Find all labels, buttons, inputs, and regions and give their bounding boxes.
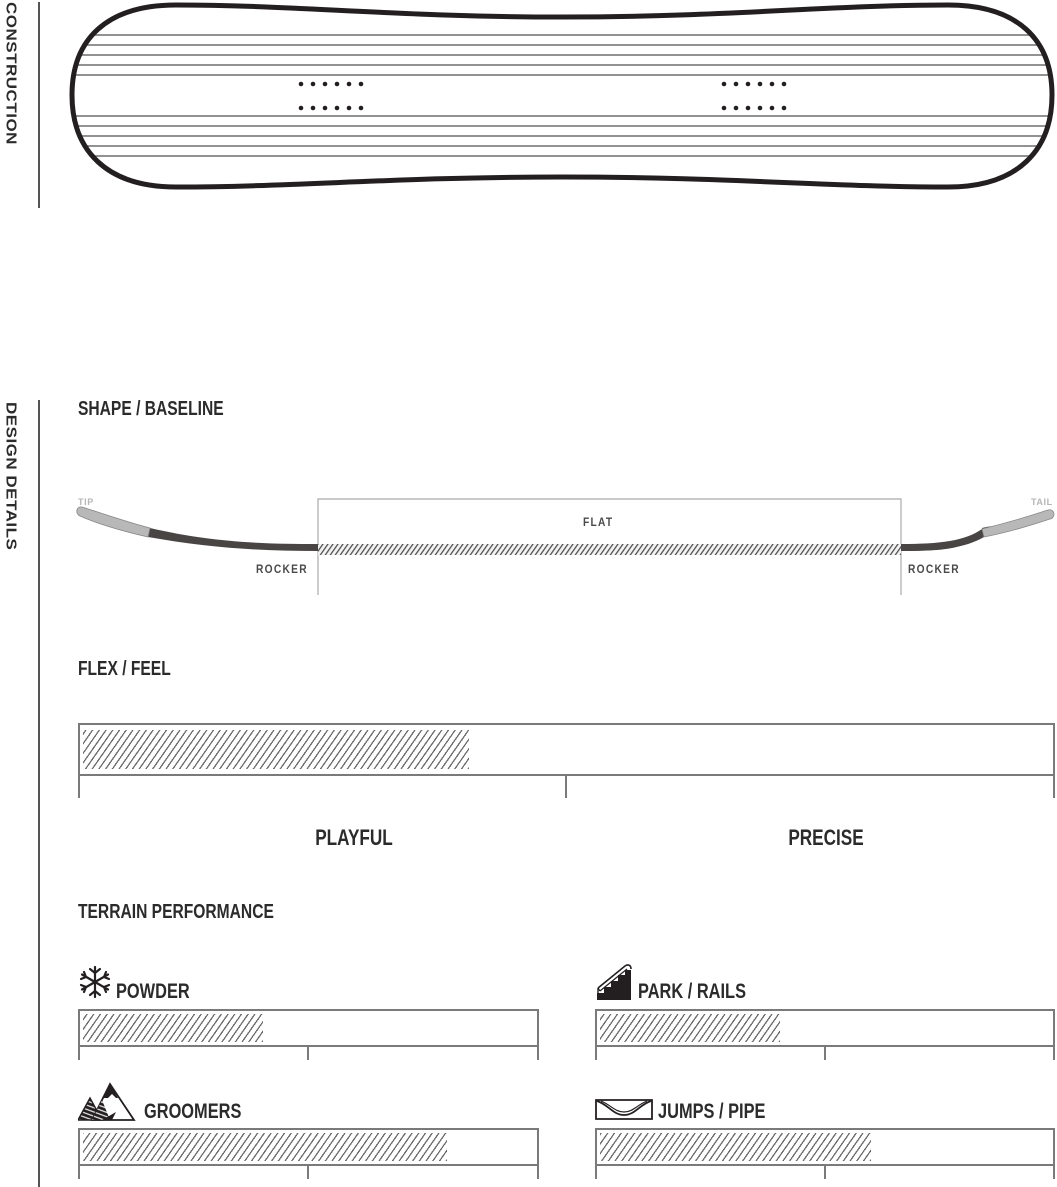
section-divider-construction — [38, 2, 40, 208]
shape-baseline-heading: SHAPE / BASELINE — [78, 398, 224, 420]
board-stringer-lines — [72, 34, 1052, 157]
terrain-label-groomers: GROOMERS — [144, 1100, 242, 1123]
terrain-label-jumps-pipe: JUMPS / PIPE — [658, 1100, 766, 1123]
terrain-meter-fill-park-rails — [600, 1014, 780, 1042]
flex-tick-start — [78, 774, 80, 798]
flex-feel-heading: FLEX / FEEL — [78, 658, 171, 680]
groomers-tick-end — [537, 1164, 539, 1179]
section-divider-design-details — [38, 400, 40, 1187]
section-label-construction: CONSTRUCTION — [2, 2, 19, 145]
terrain-label-park-rails: PARK / RAILS — [638, 980, 746, 1003]
terrain-meter-fill-powder — [83, 1014, 263, 1042]
halfpipe-icon — [595, 1099, 653, 1120]
groomers-tick-mid — [307, 1164, 309, 1179]
flex-label-precise: PRECISE — [788, 825, 864, 850]
jumps-tick-mid — [824, 1164, 826, 1179]
flex-label-playful: PLAYFUL — [315, 825, 393, 850]
baseline-profile-diagram — [76, 498, 1055, 595]
flat-section — [318, 544, 901, 555]
mountains-icon — [78, 1082, 136, 1121]
groomers-tick-start — [78, 1164, 80, 1179]
powder-tick-start — [78, 1045, 80, 1060]
rocker-left — [148, 528, 318, 551]
flat-label: FLAT — [583, 515, 614, 529]
terrain-label-powder: POWDER — [116, 980, 190, 1003]
flex-meter — [78, 723, 1055, 776]
section-label-design-details: DESIGN DETAILS — [2, 402, 19, 551]
terrain-meter-fill-groomers — [83, 1133, 447, 1161]
rocker-left-label: ROCKER — [256, 562, 308, 576]
board-outline — [69, 2, 1055, 190]
tip-segment — [76, 506, 151, 538]
snowboard-topsheet-diagram — [69, 2, 1055, 190]
terrain-meter-powder — [78, 1009, 539, 1047]
park-tick-end — [1053, 1045, 1055, 1060]
powder-tick-mid — [307, 1045, 309, 1060]
flex-meter-fill — [83, 730, 469, 769]
terrain-meter-jumps-pipe — [595, 1128, 1055, 1166]
terrain-meter-groomers — [78, 1128, 539, 1166]
terrain-meter-fill-jumps-pipe — [600, 1133, 871, 1161]
flex-tick-mid — [565, 774, 567, 798]
rocker-right — [901, 529, 984, 551]
tip-label: TIP — [78, 497, 94, 507]
stairs-rail-icon — [597, 964, 632, 1000]
rocker-right-label: ROCKER — [908, 562, 960, 576]
park-tick-mid — [824, 1045, 826, 1060]
binding-inserts-front — [298, 81, 364, 111]
snowflake-icon — [79, 965, 111, 999]
terrain-performance-heading: TERRAIN PERFORMANCE — [78, 901, 274, 923]
jumps-tick-end — [1053, 1164, 1055, 1179]
tail-label: TAIL — [1031, 497, 1053, 507]
flex-tick-end — [1053, 774, 1055, 798]
jumps-tick-start — [595, 1164, 597, 1179]
powder-tick-end — [537, 1045, 539, 1060]
park-tick-start — [595, 1045, 597, 1060]
binding-inserts-rear — [721, 81, 787, 111]
tail-segment — [981, 509, 1055, 538]
terrain-meter-park-rails — [595, 1009, 1055, 1047]
